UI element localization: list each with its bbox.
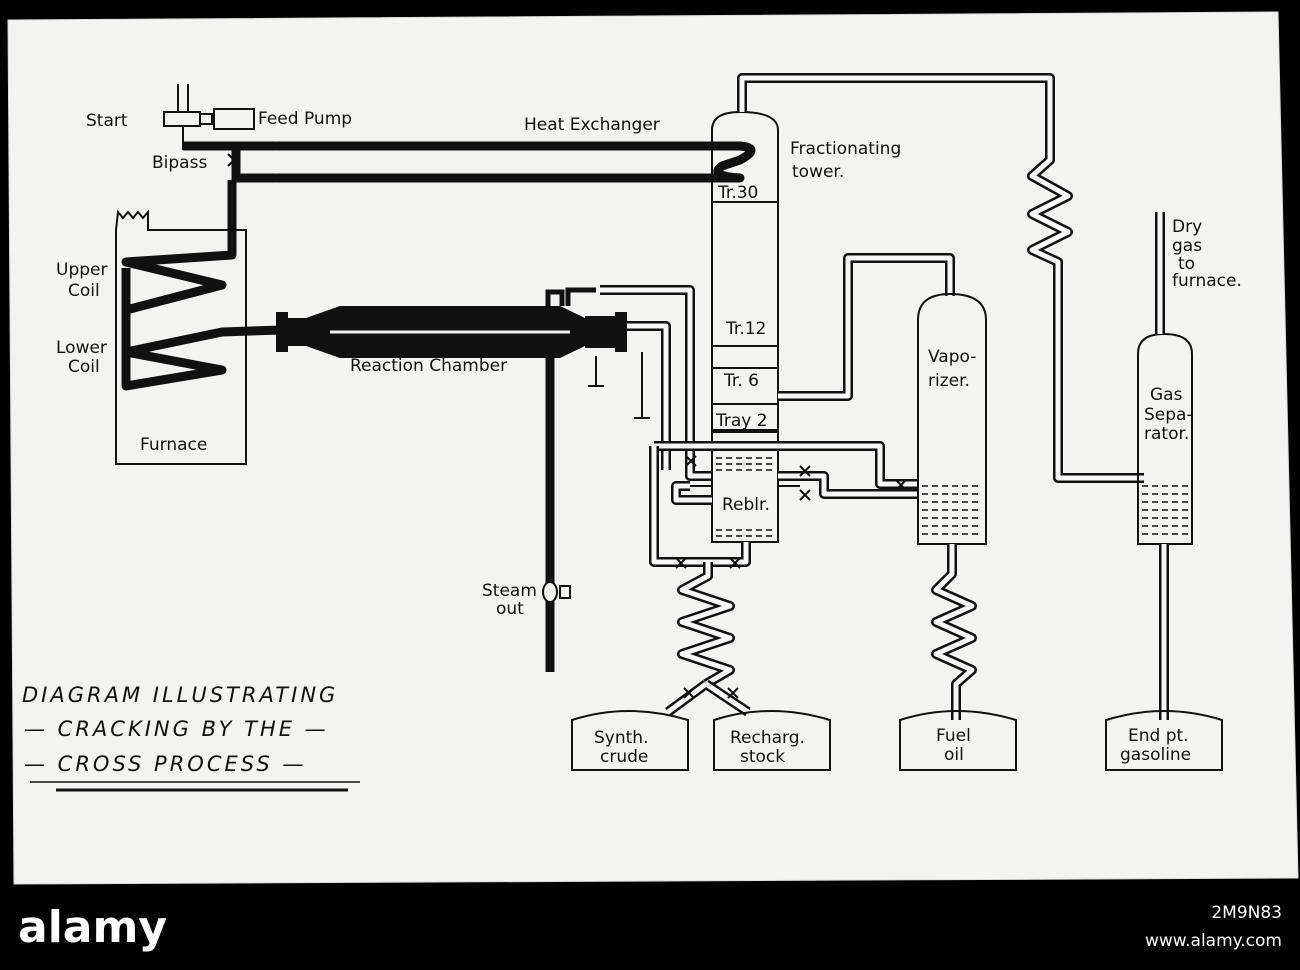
end-pt-gasoline-label-1: End pt. [1128,726,1189,746]
fuel-oil-label-2: oil [944,745,964,765]
lower-coil-label-2: Coil [68,357,100,377]
synth-crude-label-2: crude [600,747,648,767]
tray-30-label: Tr.30 [717,183,758,203]
gas-separator-label-3: rator. [1144,424,1189,444]
gas-separator-label-2: Sepa- [1144,405,1193,425]
end-pt-gasoline-label-2: gasoline [1120,745,1191,765]
recharg-stock-tank [713,710,831,771]
fractionating-label-2: tower. [792,162,844,182]
furnace-label: Furnace [140,435,207,455]
fuel-oil-tank [899,710,1017,771]
watermark-brand: alamy [18,902,167,953]
furnace [115,180,283,465]
reaction-chamber-label: Reaction Chamber [350,356,507,376]
start-label: Start [86,111,128,131]
watermark-site: www.alamy.com [1145,931,1282,951]
tray-2-label: Tray 2 [715,411,768,431]
upper-coil-label-1: Upper [56,260,107,280]
vaporizer [917,292,987,545]
lower-coil-label-1: Lower [56,338,107,358]
end-pt-gasoline-tank [1105,710,1223,771]
fractionating-label-1: Fractionating [790,139,901,159]
dry-gas-label-2: gas [1172,236,1202,256]
dry-gas-label-4: furnace. [1172,271,1242,291]
tray-12-label: Tr.12 [725,319,766,339]
feed-pump [163,84,255,150]
upper-coil-label-2: Coil [68,281,100,301]
recharg-stock-label-2: stock [740,747,785,767]
reboiler-label: Reblr. [722,495,770,515]
watermark-bar [0,886,1300,970]
synth-crude-tank [571,710,689,771]
watermark-image-id: 2M9N83 [1211,903,1282,923]
synth-crude-label-1: Synth. [594,728,648,748]
tray-6-label: Tr. 6 [723,371,759,391]
title-line-3: — CROSS PROCESS — [24,752,306,776]
gas-separator-label-1: Gas [1150,385,1183,405]
vaporizer-label-2: rizer. [928,371,970,391]
dry-gas-label-3: to [1178,254,1195,274]
title-line-2: — CRACKING BY THE — [24,717,329,741]
feed-pump-label: Feed Pump [258,109,352,129]
bipass-label: Bipass [152,153,207,173]
recharg-stock-label-1: Recharg. [730,728,805,748]
title-line-1: DIAGRAM ILLUSTRATING [22,683,338,707]
vaporizer-label-1: Vapo- [928,347,976,367]
fuel-oil-label-1: Fuel [936,726,971,746]
dry-gas-label-1: Dry [1172,217,1202,237]
steam-out-label-1: Steam [482,581,537,601]
steam-out-label-2: out [496,599,524,619]
reaction-chamber [276,287,627,358]
heat-exchanger-label: Heat Exchanger [524,115,660,135]
